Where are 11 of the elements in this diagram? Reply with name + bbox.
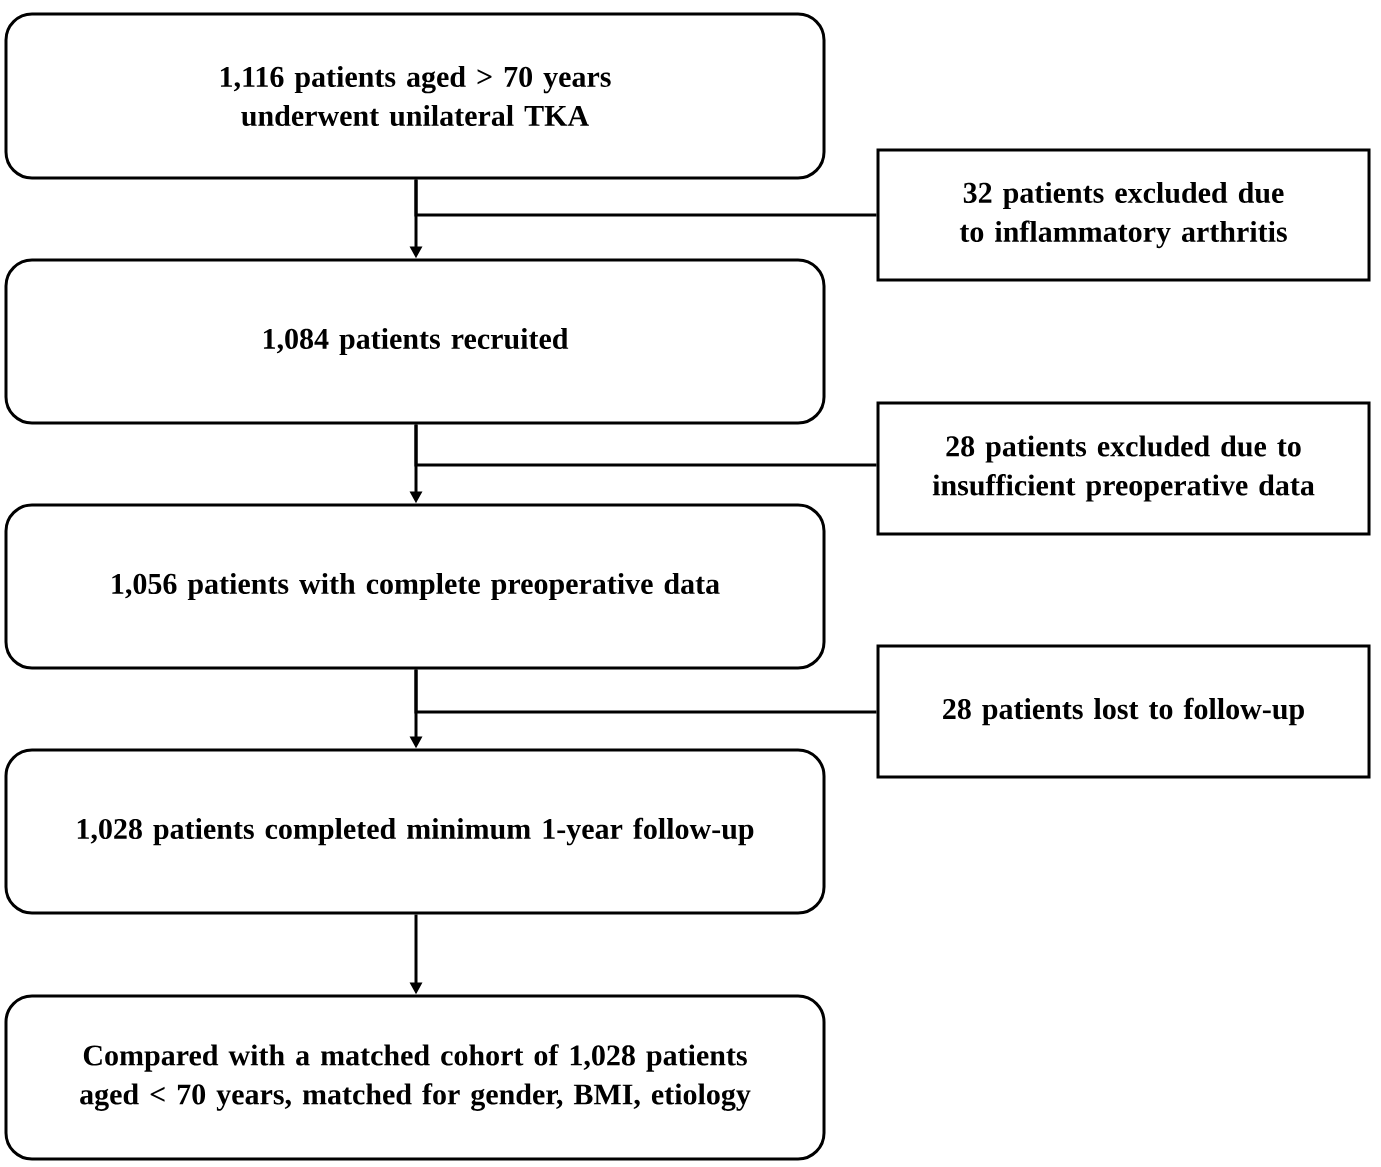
process-box: 1,084 patients recruited	[4, 258, 826, 425]
exclusion-box: 32 patients excluded due to inflammatory arthritis	[876, 148, 1371, 282]
process-box: Compared with a matched cohort of 1,028 patients aged < 70 years, matched for gender, BMI, etiology	[4, 994, 826, 1161]
connector-line	[414, 179, 877, 217]
connector-line	[414, 669, 877, 714]
connector-line	[414, 424, 877, 467]
exclusion-box: 28 patients excluded due to insufficient preoperative data	[876, 401, 1371, 536]
process-box: 1,116 patients aged > 70 years underwent unilateral TKA	[4, 12, 826, 180]
exclusion-box: 28 patients lost to follow-up	[876, 644, 1371, 779]
process-box: 1,056 patients with complete preoperative data	[4, 503, 826, 670]
process-box: 1,028 patients completed minimum 1-year follow-up	[4, 748, 826, 915]
